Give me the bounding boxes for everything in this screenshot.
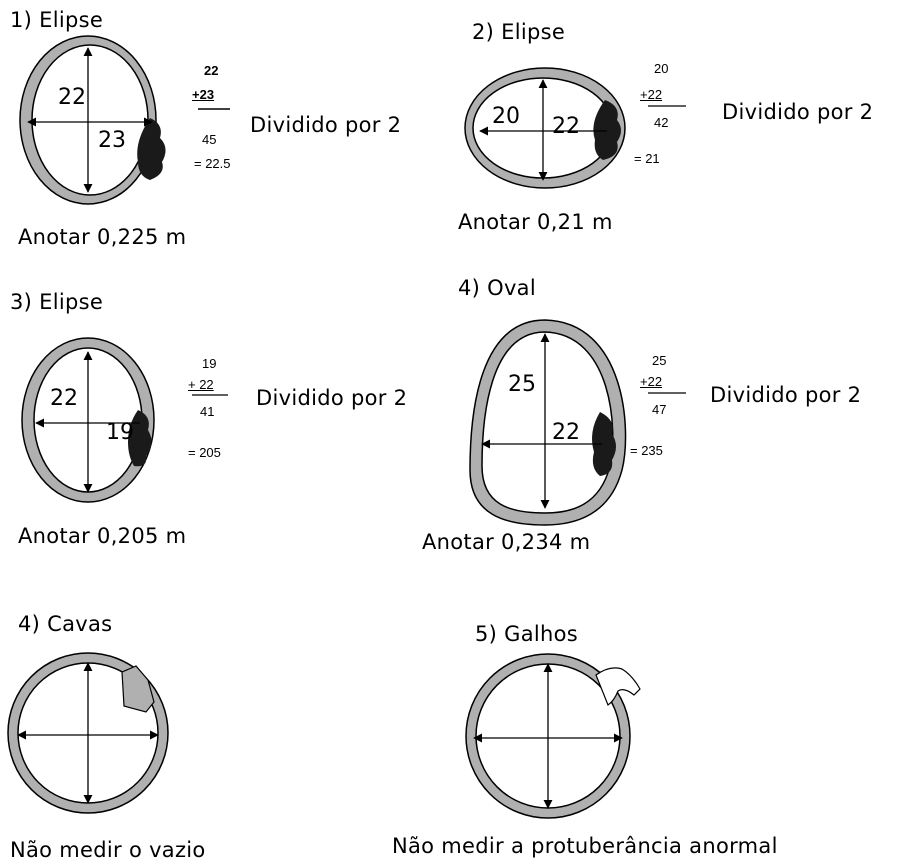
panel-1-note: Anotar 0,225 m <box>18 225 187 249</box>
panel-2-addend-a: 20 <box>654 61 669 76</box>
bark-knot <box>137 118 166 180</box>
panel-5-note: Não medir o vazio <box>10 838 206 862</box>
panel-1-divide-label: Dividido por 2 <box>250 113 402 137</box>
panel-3-dim-b: 19 <box>106 420 134 445</box>
panel-2-dim-a: 20 <box>492 104 520 129</box>
branch-protuberance <box>595 667 641 706</box>
tree-cross-section-5 <box>7 652 169 814</box>
panel-4-result: = 235 <box>630 443 663 458</box>
panel-2-addend-b: +22 <box>640 87 663 102</box>
panel-1-dim-b: 23 <box>98 128 126 153</box>
panel-1-dim-a: 22 <box>58 85 86 110</box>
tree-cross-section-3 <box>21 337 228 503</box>
panel-1-result: = 22.5 <box>194 156 231 171</box>
panel-3-title: 3) Elipse <box>10 290 104 314</box>
tree-cross-section-6 <box>465 653 641 819</box>
panel-2-note: Anotar 0,21 m <box>458 210 613 234</box>
tree-cross-section-2 <box>464 67 686 189</box>
panel-2-title: 2) Elipse <box>472 20 566 44</box>
wood-core <box>31 44 149 196</box>
bark-knot <box>128 410 152 467</box>
cavity-notch <box>121 665 155 713</box>
tree-cross-section-4 <box>469 319 686 526</box>
panel-3-result: = 205 <box>188 445 221 460</box>
bark-knot <box>593 100 621 160</box>
panel-4-dim-b: 22 <box>552 420 580 445</box>
panel-3-sum: 41 <box>200 404 215 419</box>
panel-4-divide-label: Dividido por 2 <box>710 383 862 407</box>
panel-4-note: Anotar 0,234 m <box>422 530 591 554</box>
panel-3-dim-a: 22 <box>50 386 78 411</box>
panel-3-note: Anotar 0,205 m <box>18 524 187 548</box>
panel-3-divide-label: Dividido por 2 <box>256 386 408 410</box>
panel-3-addend-a: 19 <box>202 356 217 371</box>
panel-4-sum: 47 <box>652 402 667 417</box>
panel-2-result: = 21 <box>634 151 660 166</box>
panel-1-addend-a: 22 <box>204 63 219 78</box>
panel-2-dim-b: 22 <box>552 114 580 139</box>
panel-4-addend-b: +22 <box>640 374 663 389</box>
panel-1-title: 1) Elipse <box>10 8 104 32</box>
panel-4-title: 4) Oval <box>458 276 536 300</box>
panel-6-title: 5) Galhos <box>475 622 579 646</box>
panel-1-addend-b: +23 <box>192 87 215 102</box>
panel-6-note: Não medir a protuberância anormal <box>392 834 778 858</box>
panel-3-addend-b: + 22 <box>188 377 214 392</box>
panel-2-sum: 42 <box>654 115 669 130</box>
wood-core <box>481 331 614 514</box>
panel-1-sum: 45 <box>202 132 217 147</box>
bark-knot <box>592 412 616 476</box>
tree-cross-section-1 <box>19 35 230 205</box>
panel-4-dim-a: 25 <box>508 372 536 397</box>
panel-5-title: 4) Cavas <box>18 612 113 636</box>
panel-2-divide-label: Dividido por 2 <box>722 100 874 124</box>
panel-4-addend-a: 25 <box>652 353 667 368</box>
